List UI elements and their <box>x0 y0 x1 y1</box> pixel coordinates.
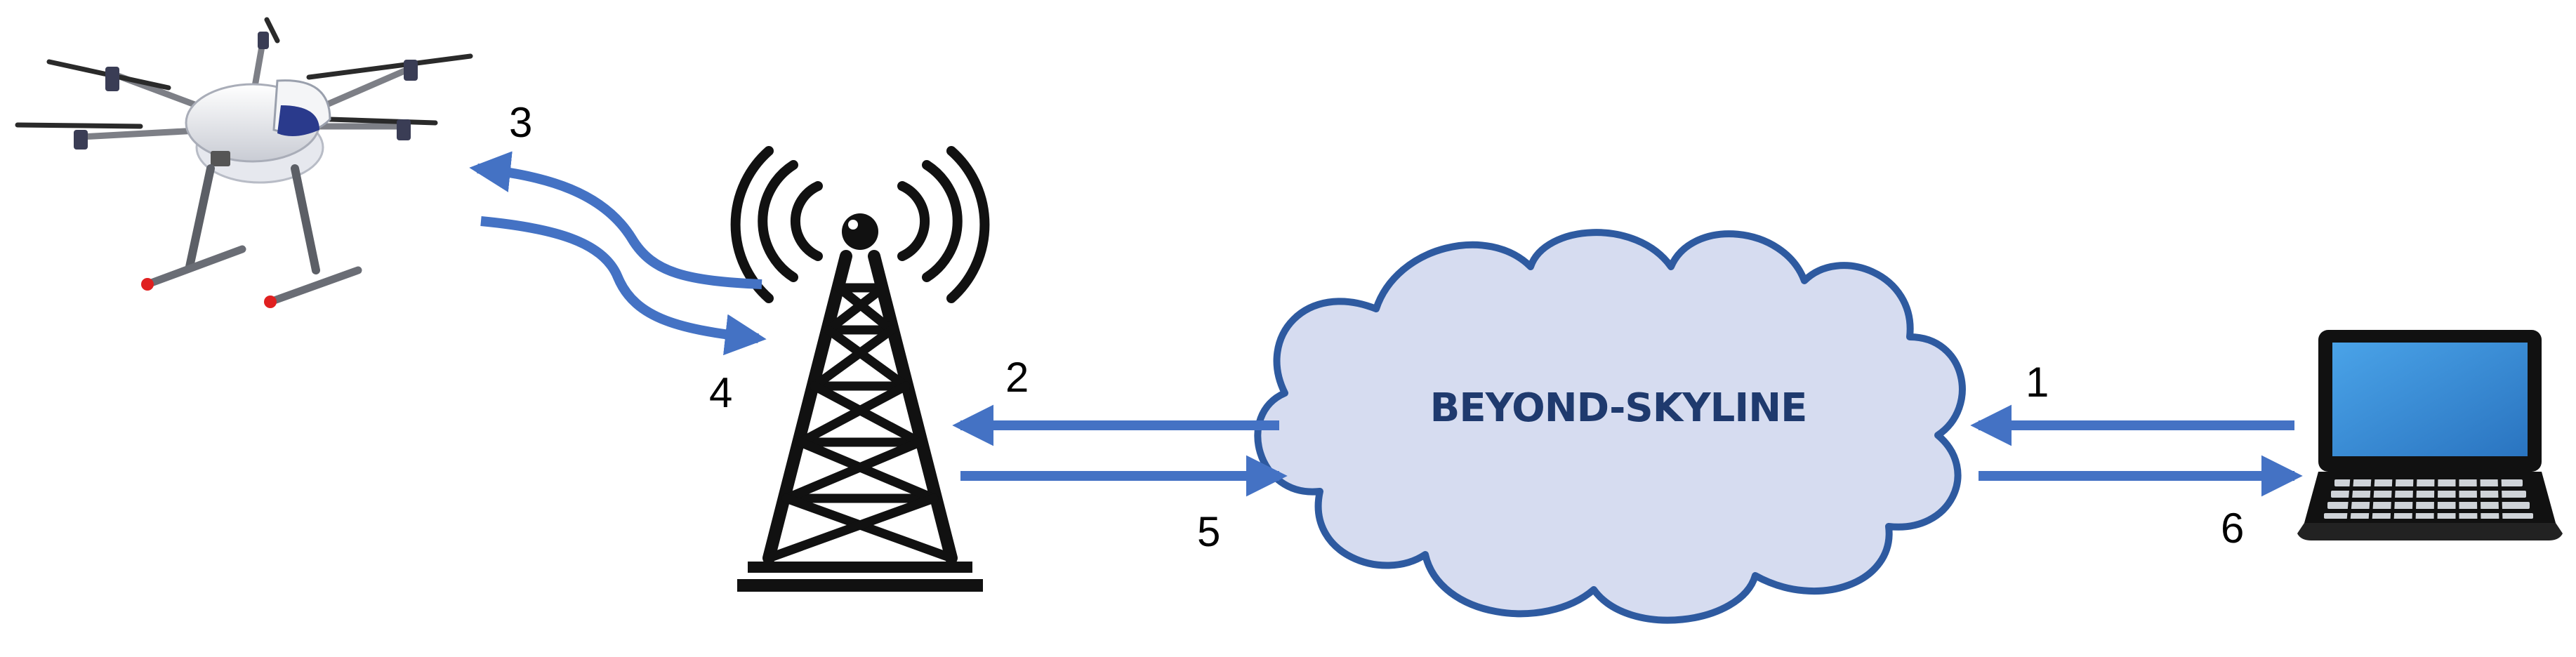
step-label-1: 1 <box>2026 359 2049 406</box>
arrow-step-4 <box>480 216 767 356</box>
cloud-icon: BEYOND-SKYLINE <box>1254 229 1966 624</box>
laptop-icon <box>2297 330 2563 540</box>
step-label-6: 6 <box>2221 505 2244 552</box>
step-label-4: 4 <box>709 369 732 416</box>
drone-icon <box>15 17 473 308</box>
arrow-step-3 <box>469 151 762 289</box>
cloud-label: BEYOND-SKYLINE <box>1430 385 1807 431</box>
step-label-3: 3 <box>509 99 532 146</box>
cell-tower-icon <box>730 146 990 592</box>
step-label-5: 5 <box>1197 508 1220 555</box>
step-label-2: 2 <box>1005 354 1029 401</box>
